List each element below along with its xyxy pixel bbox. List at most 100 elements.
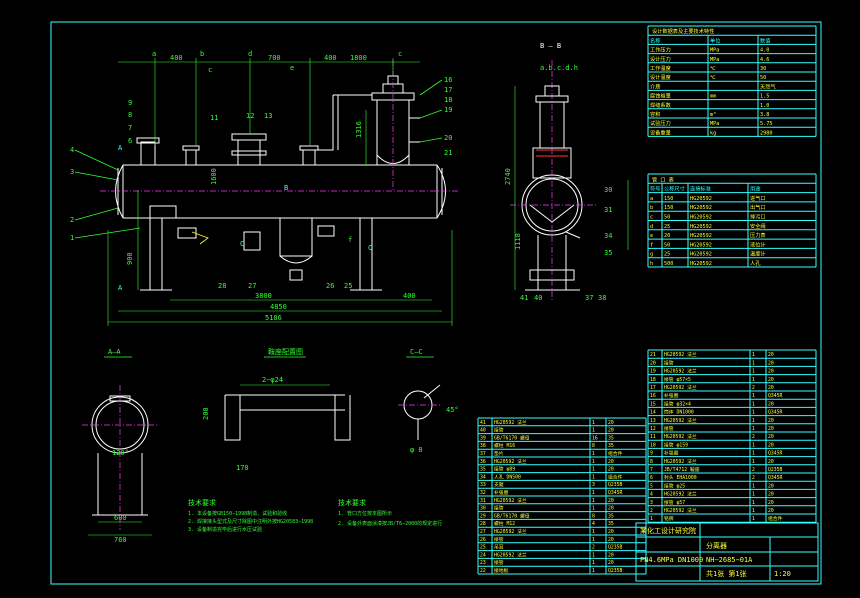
bom-right-cell: 1: [752, 508, 755, 514]
bom-left-cell: 1: [592, 490, 595, 496]
dim-v-1600: 1600: [210, 168, 218, 185]
callout-25: 25: [344, 282, 352, 290]
bom-right-cell: 接管: [664, 425, 674, 432]
callout-40: 40: [534, 294, 542, 302]
bom-right-cell: 13: [650, 418, 656, 424]
nozzle-table-header-cell: 连接标准: [690, 185, 711, 193]
bom-left-cell: 33: [480, 482, 486, 488]
bom-right-cell: 20: [768, 442, 774, 448]
letter-f: f: [348, 236, 352, 244]
bom-right-cell: 20: [768, 434, 774, 440]
bom-right-cell: 20: [768, 492, 774, 498]
tech-table-header-cell: 数值: [760, 36, 770, 44]
bom-right-cell: 1: [650, 516, 653, 522]
bom-right-cell: HG20592 法兰: [664, 458, 697, 465]
nozzle-table-header-cell: 符号: [650, 185, 660, 193]
bom-right-cell: 铭牌: [664, 515, 674, 522]
callout-27: 27: [248, 282, 256, 290]
section-mid-title: 鞍座配置图: [268, 347, 303, 356]
tech-table-header-cell: 名称: [650, 36, 660, 44]
bom-right-cell: 20: [650, 360, 656, 366]
callout-13: 13: [264, 112, 272, 120]
tech-table-cell: ℃: [710, 66, 716, 72]
dim-bottom-3: 4850: [270, 303, 287, 311]
callout-31: 31: [604, 206, 612, 214]
bom-right-cell: 接管 φ57: [664, 499, 685, 506]
bom-right-cell: 20: [768, 377, 774, 383]
bom-left-cell: 20: [608, 467, 614, 473]
tech-table-cell: mm: [710, 94, 716, 100]
bom-right-cell: 8: [650, 459, 653, 465]
nozzle-table-cell: HG20592: [690, 196, 712, 202]
title-block-org: 某化工设计研究院: [640, 526, 696, 535]
drawing-frame: [50, 21, 822, 585]
bom-left-cell: 24: [480, 552, 486, 558]
tech-table-cell: 介质: [650, 82, 660, 90]
nozzle-table-title: 管 口 表: [652, 175, 675, 183]
callout-26: 26: [326, 282, 334, 290]
tech-table-cell: 1.0: [760, 103, 769, 109]
nozzle-table-cell: 压力表: [750, 231, 766, 239]
bom-right-cell: 1: [752, 377, 755, 383]
section-bb-title: B — B: [540, 42, 561, 50]
section-mark-a-top: A: [118, 144, 123, 152]
letter-e: e: [290, 64, 294, 72]
nozzle-table-cell: 25: [664, 252, 670, 258]
bom-right-cell: 1: [752, 369, 755, 375]
bom-left-cell: 20: [608, 459, 614, 465]
bom-right-cell: 4: [650, 492, 653, 498]
dim-top-4: 1800: [350, 54, 367, 62]
bom-left-cell: 1: [592, 467, 595, 473]
nozzle-table-cell: 25: [664, 224, 670, 230]
nozzle-table-cell: 出气口: [750, 203, 766, 211]
bom-right-cell: 12: [650, 426, 656, 432]
dim-top-3: 400: [324, 54, 337, 62]
bom-right-cell: 封头 EHA1000: [664, 474, 697, 481]
section-mark-b: B: [284, 184, 288, 192]
tech-table-cell: 试验压力: [650, 119, 671, 127]
bom-right-cell: 20: [768, 352, 774, 358]
tech-table-cell: 5.75: [760, 121, 773, 127]
bom-left-cell: 1: [592, 537, 595, 543]
nozzle-table-cell: HG20592: [690, 224, 712, 230]
bom-left-cell: 35: [608, 443, 614, 449]
nozzle-table-cell: 150: [664, 205, 673, 211]
bom-left-cell: 39: [480, 435, 486, 441]
bom-left-cell: GB/T6170 螺母: [494, 512, 530, 519]
bom-right-cell: HG20592 法兰: [664, 351, 697, 358]
nozzle-table-header-cell: 用途: [750, 185, 761, 193]
bom-right-cell: 1: [752, 410, 755, 416]
section-mark-c2: C: [368, 244, 372, 252]
section-aa-view: A—A 120° 600 760: [82, 348, 158, 544]
letter-c2: c: [398, 50, 402, 58]
bom-right-cell: 1: [752, 459, 755, 465]
nozzle-table-cell: h: [650, 261, 653, 267]
bom-right-cell: Q345R: [768, 451, 783, 457]
bom-right-cell: 2: [752, 467, 755, 473]
section-aa-dim-600: 600: [114, 514, 127, 522]
bom-right-cell: 1: [752, 352, 755, 358]
bom-right-cell: 1: [752, 492, 755, 498]
nozzle-table-cell: HG20592: [690, 252, 712, 258]
bom-left-cell: 1: [592, 459, 595, 465]
bom-left-cell: 1: [592, 428, 595, 434]
bom-left-cell: 20: [608, 428, 614, 434]
bom-left-cell: 23: [480, 560, 486, 566]
section-mark-c1: C: [240, 240, 244, 248]
nozzle-table-cell: HG20592: [690, 261, 712, 267]
bom-left-cell: 8: [592, 513, 595, 519]
bom-right-cell: 1: [752, 451, 755, 457]
callout-7: 7: [128, 124, 132, 132]
nozzle-table-cell: HG20592: [690, 242, 712, 248]
bom-left-cell: Q235B: [608, 545, 623, 551]
bom-left-cell: 36: [480, 459, 486, 465]
bom-right-cell: 1: [752, 500, 755, 506]
bom-left-cell: Q235B: [608, 482, 623, 488]
callout-19: 19: [444, 106, 452, 114]
tech-table-cell: 3.8: [760, 112, 769, 118]
bom-right-cell: 20: [768, 385, 774, 391]
bom-right-cell: HG20592 法兰: [664, 433, 697, 440]
bom-right-cell: 20: [768, 401, 774, 407]
